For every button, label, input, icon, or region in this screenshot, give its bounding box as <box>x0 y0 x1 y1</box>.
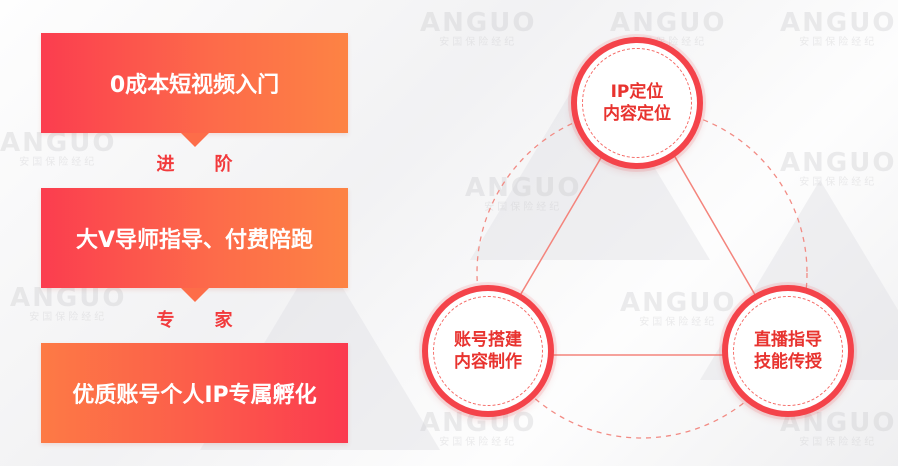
cycle-dashed-ring <box>476 107 808 439</box>
cycle-node-top: IP定位 内容定位 <box>571 37 703 169</box>
connector-label-1: 进阶 <box>156 154 273 175</box>
step-label-2: 大V导师指导、付费陪跑 <box>75 228 314 253</box>
cycle-node-left: 账号搭建 内容制作 <box>422 285 554 417</box>
cycle-node-label-left: 账号搭建 内容制作 <box>454 330 522 372</box>
cycle-node-label-top: IP定位 内容定位 <box>603 82 671 124</box>
step-box-1: 0成本短视频入门 <box>41 33 348 147</box>
step-label-3: 优质账号个人IP专属孵化 <box>72 383 317 408</box>
step-label-1: 0成本短视频入门 <box>109 73 280 98</box>
cycle-node-label-right: 直播指导 技能传授 <box>754 330 822 372</box>
cycle-node-right: 直播指导 技能传授 <box>722 285 854 417</box>
step-box-3: 优质账号个人IP专属孵化 <box>41 343 348 443</box>
connector-label-2: 专家 <box>156 310 273 331</box>
step-box-2: 大V导师指导、付费陪跑 <box>41 188 348 302</box>
